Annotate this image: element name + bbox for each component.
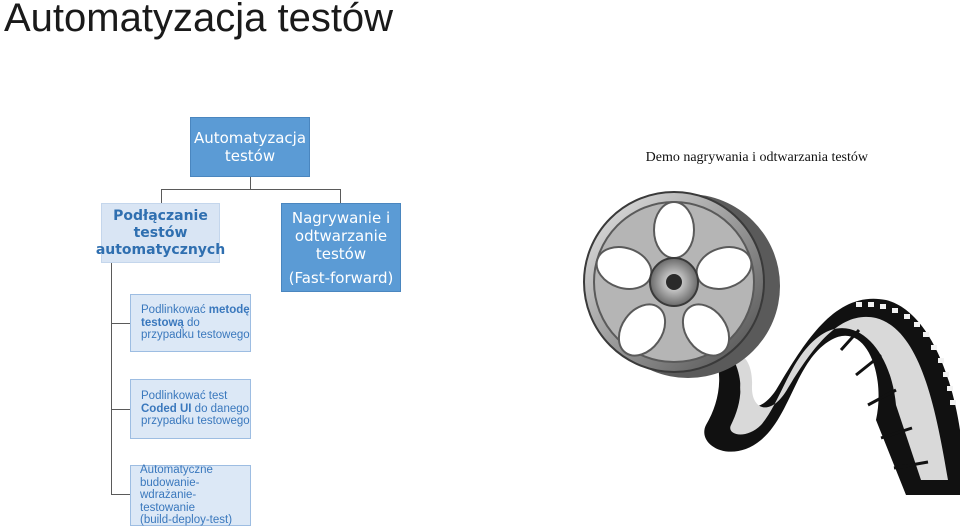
connector-left-spine xyxy=(111,263,112,495)
leaf-node-3: Automatyczne budowanie- wdrażanie-testow… xyxy=(130,465,251,526)
page-title: Automatyzacja testów xyxy=(4,0,393,41)
leaf-2-post: do danego xyxy=(191,403,249,415)
connector-leaf-1 xyxy=(111,323,130,324)
branch-left-line-1: Podłączanie xyxy=(113,208,208,225)
leaf-1-line-3: przypadku testowego xyxy=(141,329,250,342)
leaf-node-1: Podlinkować metodę testową do przypadku … xyxy=(130,294,251,352)
leaf-node-2: Podlinkować test Coded UI do danego przy… xyxy=(130,379,251,439)
branch-right-line-3: testów xyxy=(316,245,366,263)
branch-left-line-2: testów xyxy=(134,225,188,242)
connector-leaf-3 xyxy=(111,494,130,495)
branch-left-line-3: automatycznych xyxy=(96,242,225,259)
connector-leaf-2 xyxy=(111,409,130,410)
leaf-2-bold: Coded UI xyxy=(141,403,191,415)
leaf-2-line-1: Podlinkować test xyxy=(141,390,227,403)
leaf-1-bold-2: testową xyxy=(141,317,184,329)
branch-right-line-2: odtwarzanie xyxy=(295,227,387,245)
connector-left-down xyxy=(161,189,162,203)
root-line-2: testów xyxy=(225,147,275,165)
root-node: Automatyzacja testów xyxy=(190,117,310,177)
leaf-3-line-4: (build-deploy-test) xyxy=(140,514,232,527)
leaf-3-line-2: budowanie- xyxy=(140,477,199,490)
leaf-2-line-2: Coded UI do danego xyxy=(141,403,249,416)
leaf-3-line-3: wdrażanie-testowanie xyxy=(140,489,250,514)
root-line-1: Automatyzacja xyxy=(194,129,306,147)
leaf-2-line-3: przypadku testowego xyxy=(141,415,250,428)
demo-label: Demo nagrywania i odtwarzania testów xyxy=(646,150,868,166)
branch-right-node: Nagrywanie i odtwarzanie testów (Fast-fo… xyxy=(281,203,401,292)
branch-right-line-4: (Fast-forward) xyxy=(289,269,394,287)
leaf-3-line-1: Automatyczne xyxy=(140,464,213,477)
film-reel-icon xyxy=(556,190,960,500)
leaf-1-line-1: Podlinkować metodę xyxy=(141,304,250,317)
branch-right-line-1: Nagrywanie i xyxy=(292,209,390,227)
leaf-1-line-2: testową do xyxy=(141,317,200,330)
leaf-1-bold-1: metodę xyxy=(209,304,250,316)
connector-horizontal xyxy=(161,189,341,190)
connector-right-down xyxy=(340,189,341,203)
leaf-1-post: do xyxy=(184,317,200,329)
branch-left-node: Podłączanie testów automatycznych xyxy=(101,203,220,263)
leaf-1-text: Podlinkować xyxy=(141,304,209,316)
